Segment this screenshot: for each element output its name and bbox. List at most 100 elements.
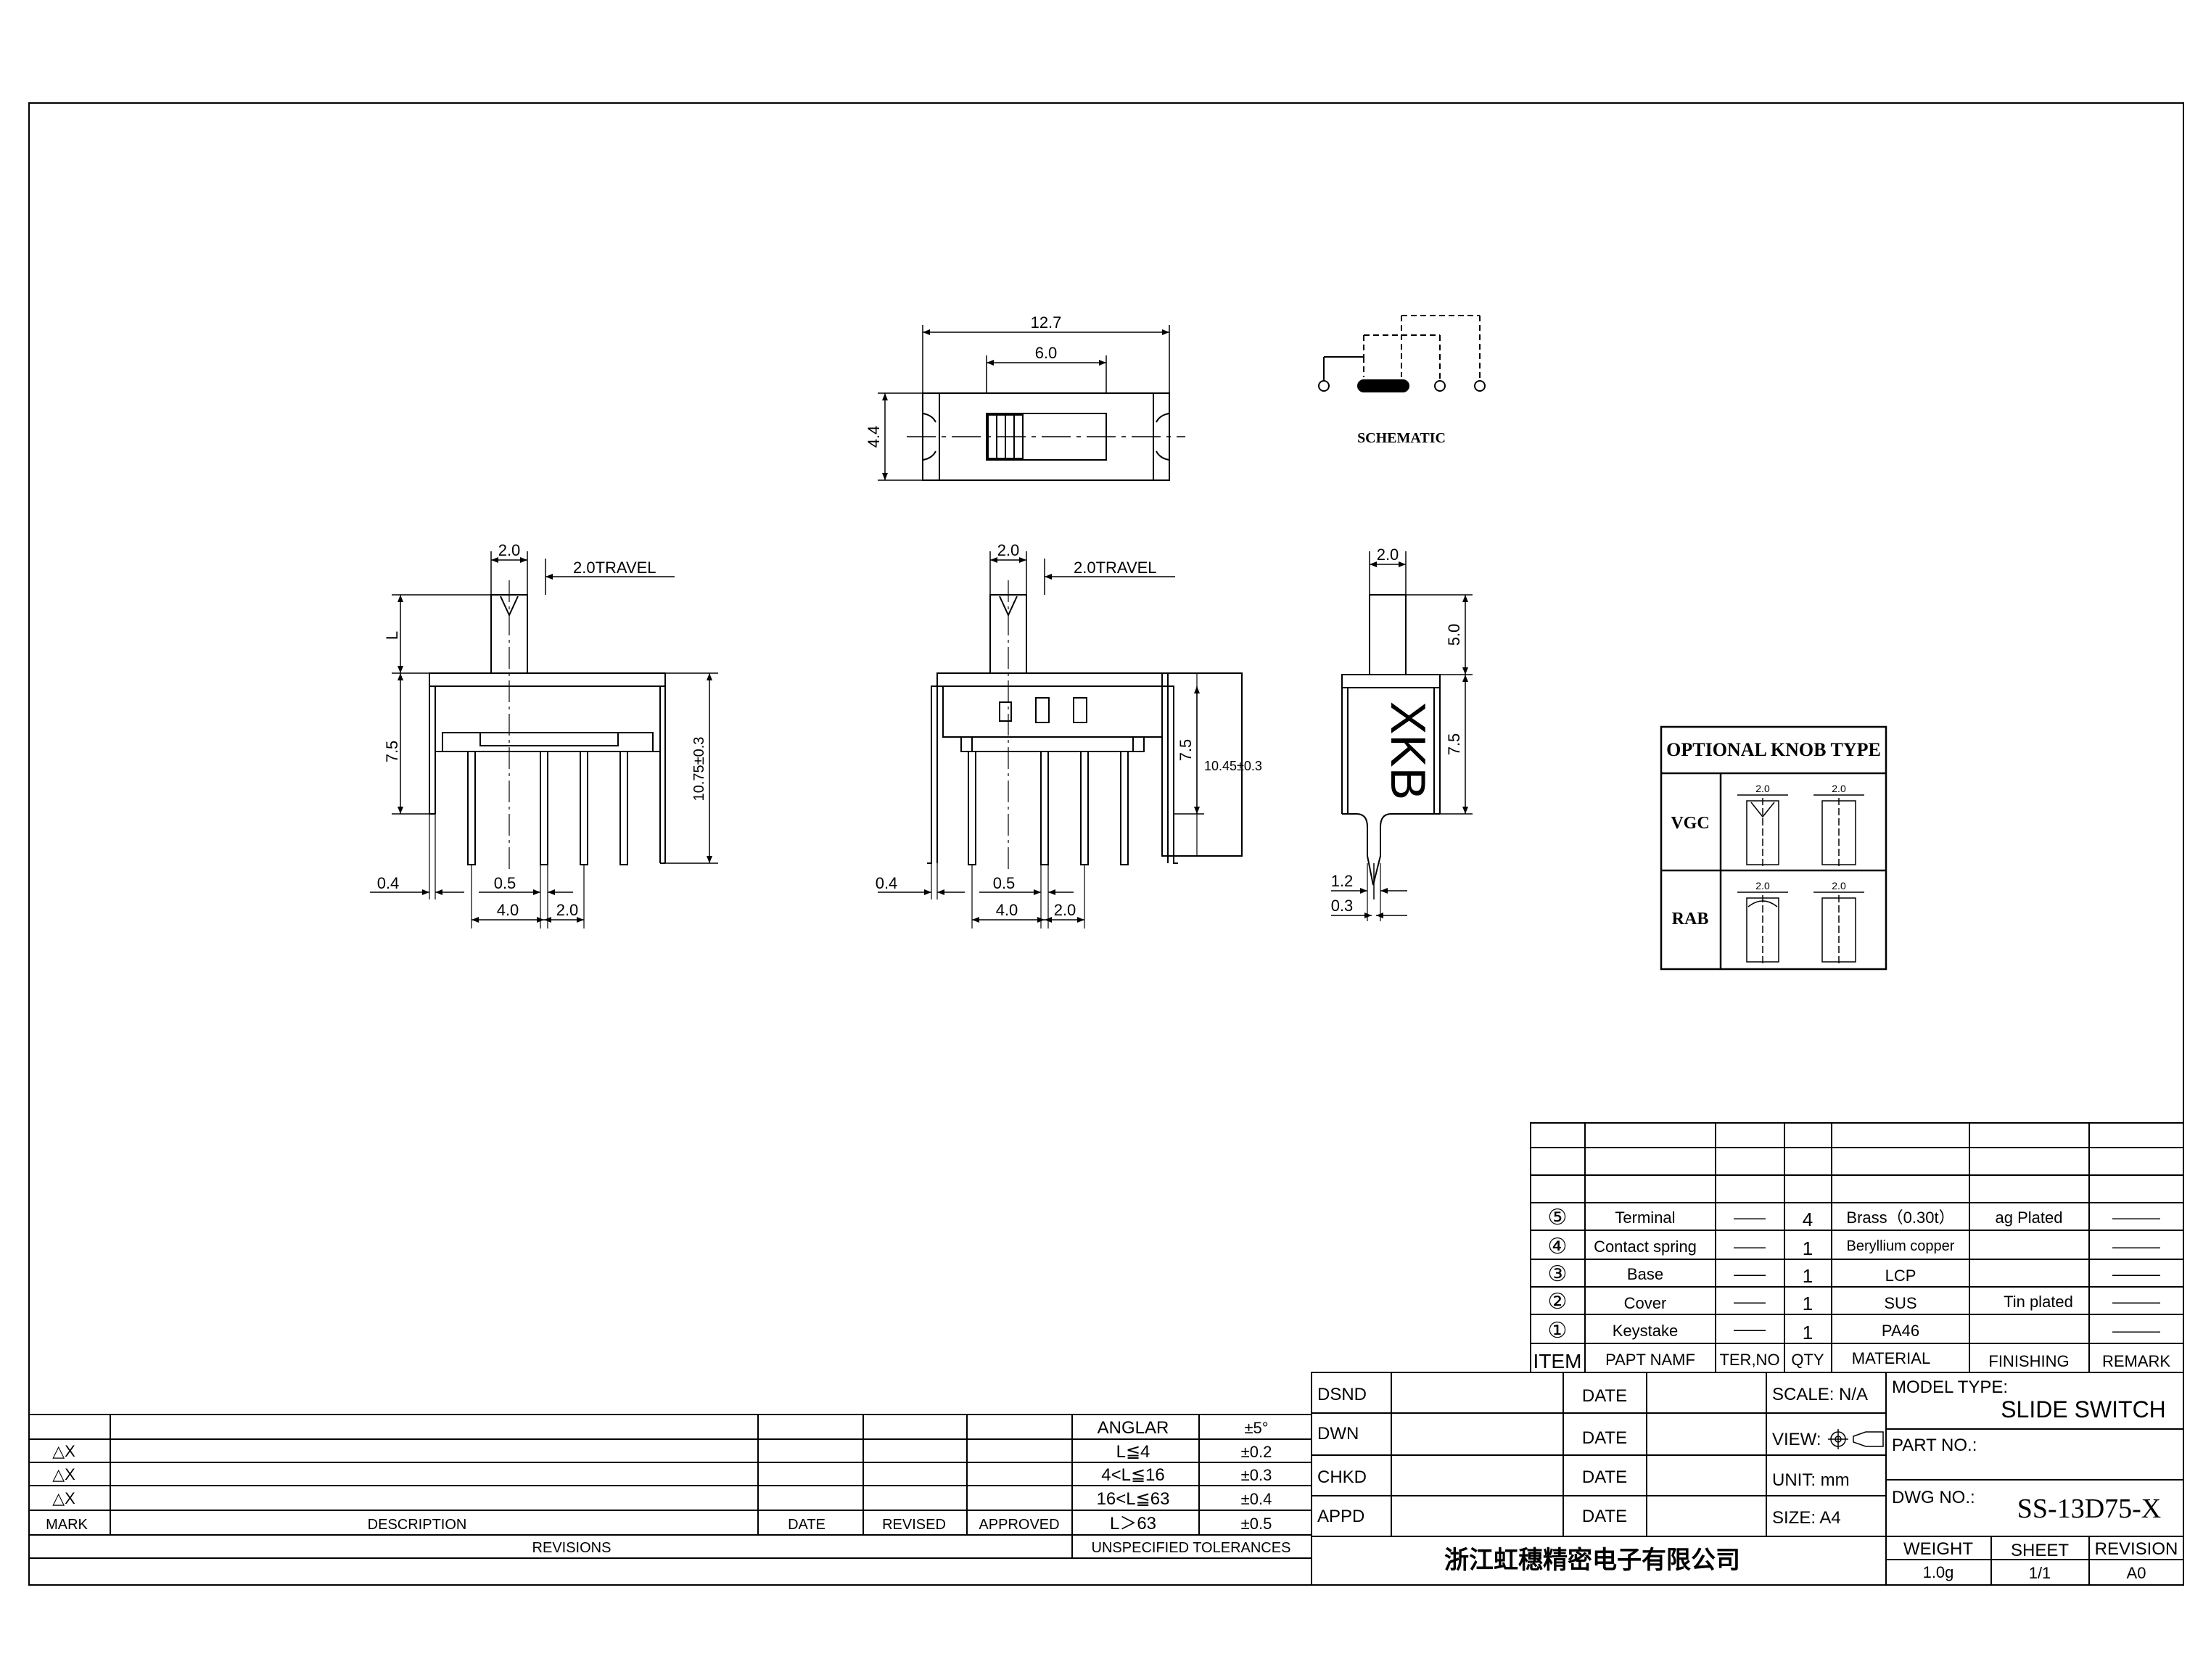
revision-header-approved: APPROVED — [979, 1517, 1059, 1533]
bom-material: Beryllium copper — [1847, 1238, 1955, 1254]
tolerances-footer: UNSPECIFIED TOLERANCES — [1092, 1540, 1291, 1556]
revision-header-mark: MARK — [46, 1517, 88, 1533]
tolerance-value: ±0.5 — [1241, 1515, 1272, 1533]
tolerance-value: ±0.4 — [1241, 1490, 1272, 1508]
revision-header-description: DESCRIPTION — [368, 1517, 467, 1533]
bom-header-ter: TER,NO — [1719, 1351, 1779, 1369]
bom-finishing: Tin plated — [2004, 1293, 2073, 1311]
bom-qty: 1 — [1803, 1322, 1813, 1343]
front-dim-t: 0.4 — [377, 874, 400, 892]
side-dim-pin-t: 0.3 — [1331, 897, 1354, 915]
side-dim-pin-w: 1.2 — [1331, 872, 1354, 890]
bom-remark: ——— — [2112, 1208, 2160, 1227]
side-dim-body: 7.5 — [1445, 733, 1463, 756]
revision-label: REVISION — [2095, 1539, 2178, 1559]
tolerance-range: L＞63 — [1110, 1514, 1156, 1533]
revision-header-date: DATE — [788, 1517, 825, 1533]
knob-rab-label: RAB — [1672, 910, 1709, 928]
middle-travel: 2.0TRAVEL — [1074, 559, 1157, 577]
knob-rab-dim-b: 2.0 — [1832, 880, 1846, 892]
tolerance-value: ±0.2 — [1241, 1443, 1272, 1461]
top-view — [878, 325, 1185, 481]
top-dim-width: 12.7 — [1031, 313, 1062, 332]
bom-item: ② — [1548, 1290, 1568, 1314]
bom-ter: —— — [1734, 1208, 1766, 1227]
model-type-label: MODEL TYPE: — [1892, 1378, 2008, 1397]
bom-remark: ——— — [2112, 1265, 2160, 1283]
bom-remark: ——— — [2112, 1322, 2160, 1340]
middle-dim-total: 10.45±0.3 — [1204, 759, 1262, 773]
bom-item: ③ — [1548, 1262, 1568, 1286]
dwg-no-label: DWG NO.: — [1892, 1488, 1975, 1507]
date-label-4: DATE — [1582, 1507, 1627, 1526]
schematic-symbol — [1318, 315, 1486, 392]
bom-remark: ——— — [2112, 1238, 2160, 1256]
bom-row-5: ⑤ Terminal —— 4 Brass（0.30t） ag Plated —… — [1548, 1206, 2160, 1230]
size-value: SIZE: A4 — [1772, 1508, 1841, 1528]
weight-label: WEIGHT — [1903, 1539, 1973, 1559]
bom-qty: 1 — [1803, 1238, 1813, 1259]
bom-qty: 1 — [1803, 1293, 1813, 1314]
side-view — [1331, 551, 1473, 921]
sheet-label: SHEET — [2011, 1541, 2069, 1560]
revision-value: A0 — [2127, 1564, 2146, 1582]
revisions-footer: REVISIONS — [532, 1540, 612, 1556]
bom-row-2: ② Cover —— 1 SUS Tin plated ——— — [1548, 1290, 2160, 1314]
dwg-no-value: SS-13D75-X — [2017, 1494, 2161, 1524]
bom-material: SUS — [1884, 1294, 1916, 1312]
top-dim-height: 4.4 — [865, 426, 883, 448]
middle-dim-pin: 0.5 — [993, 874, 1016, 892]
middle-dim-t: 0.4 — [876, 874, 898, 892]
company-name: 浙江虹穗精密电子有限公司 — [1444, 1546, 1740, 1574]
knob-vgc-dim-a: 2.0 — [1755, 783, 1770, 794]
bom-material: LCP — [1885, 1267, 1916, 1285]
date-label-3: DATE — [1582, 1467, 1627, 1487]
bom-item: ⑤ — [1548, 1206, 1568, 1230]
bom-part: Contact spring — [1594, 1238, 1697, 1256]
top-dim-knob: 6.0 — [1035, 344, 1058, 362]
front-dim-body: 7.5 — [383, 741, 401, 763]
knob-type-table — [1660, 725, 1887, 971]
front-dim-knob: 2.0 — [498, 541, 521, 559]
bom-part: Cover — [1624, 1294, 1667, 1312]
middle-dim-knob: 2.0 — [997, 541, 1020, 559]
signoff-dwn: DWN — [1317, 1424, 1359, 1444]
bom-item: ④ — [1548, 1235, 1568, 1259]
side-brand-logo: XKB — [1380, 701, 1436, 800]
date-label-1: DATE — [1582, 1386, 1627, 1406]
bom-header-remark: REMARK — [2102, 1352, 2170, 1370]
signoff-dsnd: DSND — [1317, 1385, 1367, 1404]
side-dim-knob: 2.0 — [1377, 545, 1399, 564]
drawing-border — [28, 102, 2184, 1586]
schematic-label: SCHEMATIC — [1357, 430, 1446, 446]
tolerance-range: 4<L≦16 — [1101, 1465, 1165, 1485]
front-dim-pin: 0.5 — [494, 874, 516, 892]
middle-dim-body: 7.5 — [1177, 739, 1195, 762]
knob-sketches — [1737, 794, 1864, 965]
tolerance-range: 16<L≦63 — [1097, 1489, 1170, 1509]
bom-part: Terminal — [1615, 1208, 1675, 1227]
bom-ter: —— — [1734, 1238, 1766, 1256]
front-travel: 2.0TRAVEL — [573, 559, 656, 577]
bom-finishing: ag Plated — [1996, 1208, 2063, 1227]
knob-vgc-label: VGC — [1671, 814, 1709, 833]
bom-material: PA46 — [1882, 1322, 1919, 1340]
bom-row-3: ③ Base —— 1 LCP ——— — [1548, 1262, 2160, 1287]
front-dim-pitch2: 2.0 — [556, 901, 579, 919]
middle-dim-pitch4: 4.0 — [996, 901, 1018, 919]
bom-header-material: MATERIAL — [1852, 1349, 1930, 1367]
sheet-value: 1/1 — [2029, 1564, 2051, 1582]
signoff-chkd: CHKD — [1317, 1467, 1367, 1487]
bom-header-item: ITEM — [1533, 1350, 1582, 1372]
view-symbol-icon — [1828, 1429, 1884, 1449]
front-dim-pitch4: 4.0 — [497, 901, 519, 919]
bom-qty: 4 — [1803, 1208, 1813, 1230]
bom-header-row: ITEM PAPT NAMF TER,NO QTY MATERIAL FINIS… — [1533, 1349, 2171, 1372]
tolerance-value: ±0.3 — [1241, 1466, 1272, 1484]
bom-remark: ——— — [2112, 1293, 2160, 1311]
revision-mark-3: △X — [52, 1489, 75, 1507]
scale-value: SCALE: N/A — [1772, 1385, 1868, 1404]
weight-value: 1.0g — [1923, 1563, 1954, 1581]
signoff-appd: APPD — [1317, 1507, 1364, 1526]
